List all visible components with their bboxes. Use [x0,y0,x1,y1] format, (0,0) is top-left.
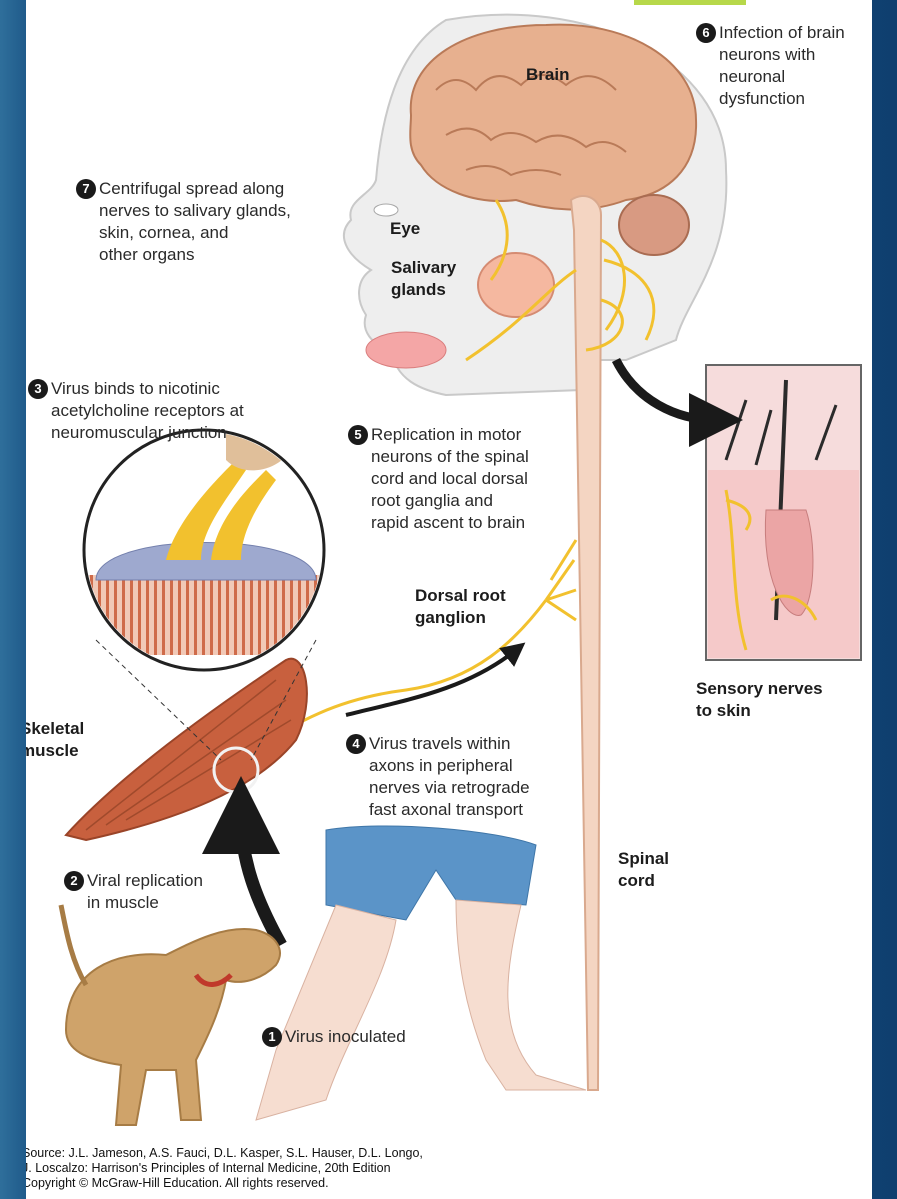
step-number-badge: 4 [346,734,366,754]
eye-label: Eye [390,218,420,240]
salivary-gland-shape [478,253,554,317]
step-text: Viral replication in muscle [87,870,203,914]
step-number-badge: 1 [262,1027,282,1047]
step-text: Infection of brain neurons with neuronal… [719,22,845,110]
brain-label: Brain [526,64,569,86]
figure-panel: Brain Eye Salivary glands Dorsal root ga… [26,0,872,1199]
spinal-cord-label: Spinal cord [618,848,669,892]
step-text: Virus travels within axons in peripheral… [369,733,530,821]
step-text: Centrifugal spread along nerves to saliv… [99,178,291,266]
salivary-glands-label: Salivary glands [391,257,456,301]
spinal-cord [571,196,601,1090]
step-number-badge: 3 [28,379,48,399]
step-1: 1 Virus inoculated [262,1026,406,1048]
step-text: Virus inoculated [285,1026,406,1048]
sensory-nerves-label: Sensory nerves to skin [696,678,823,722]
dorsal-root-ganglion-label: Dorsal root ganglion [415,585,506,629]
step-5: 5 Replication in motor neurons of the sp… [348,424,529,534]
step-text: Replication in motor neurons of the spin… [371,424,529,534]
mouth-shape [366,332,446,368]
step-6: 6 Infection of brain neurons with neuron… [696,22,845,110]
skeletal-muscle-label: Skeletal muscle [26,718,84,762]
step-7: 7 Centrifugal spread along nerves to sal… [76,178,291,266]
step-3: 3 Virus binds to nicotinic acetylcholine… [28,378,244,444]
dog [66,929,280,1125]
cerebellum [619,195,689,255]
skeletal-muscle [66,659,307,840]
step-2: 2 Viral replication in muscle [64,870,203,914]
step-number-badge: 6 [696,23,716,43]
step-number-badge: 7 [76,179,96,199]
step-number-badge: 2 [64,871,84,891]
step-number-badge: 5 [348,425,368,445]
leg [256,900,586,1120]
source-citation: Source: J.L. Jameson, A.S. Fauci, D.L. K… [26,1146,423,1191]
eye-shape [374,204,398,216]
brain-shape [410,25,696,210]
step-4: 4 Virus travels within axons in peripher… [346,733,530,821]
step-text: Virus binds to nicotinic acetylcholine r… [51,378,244,444]
